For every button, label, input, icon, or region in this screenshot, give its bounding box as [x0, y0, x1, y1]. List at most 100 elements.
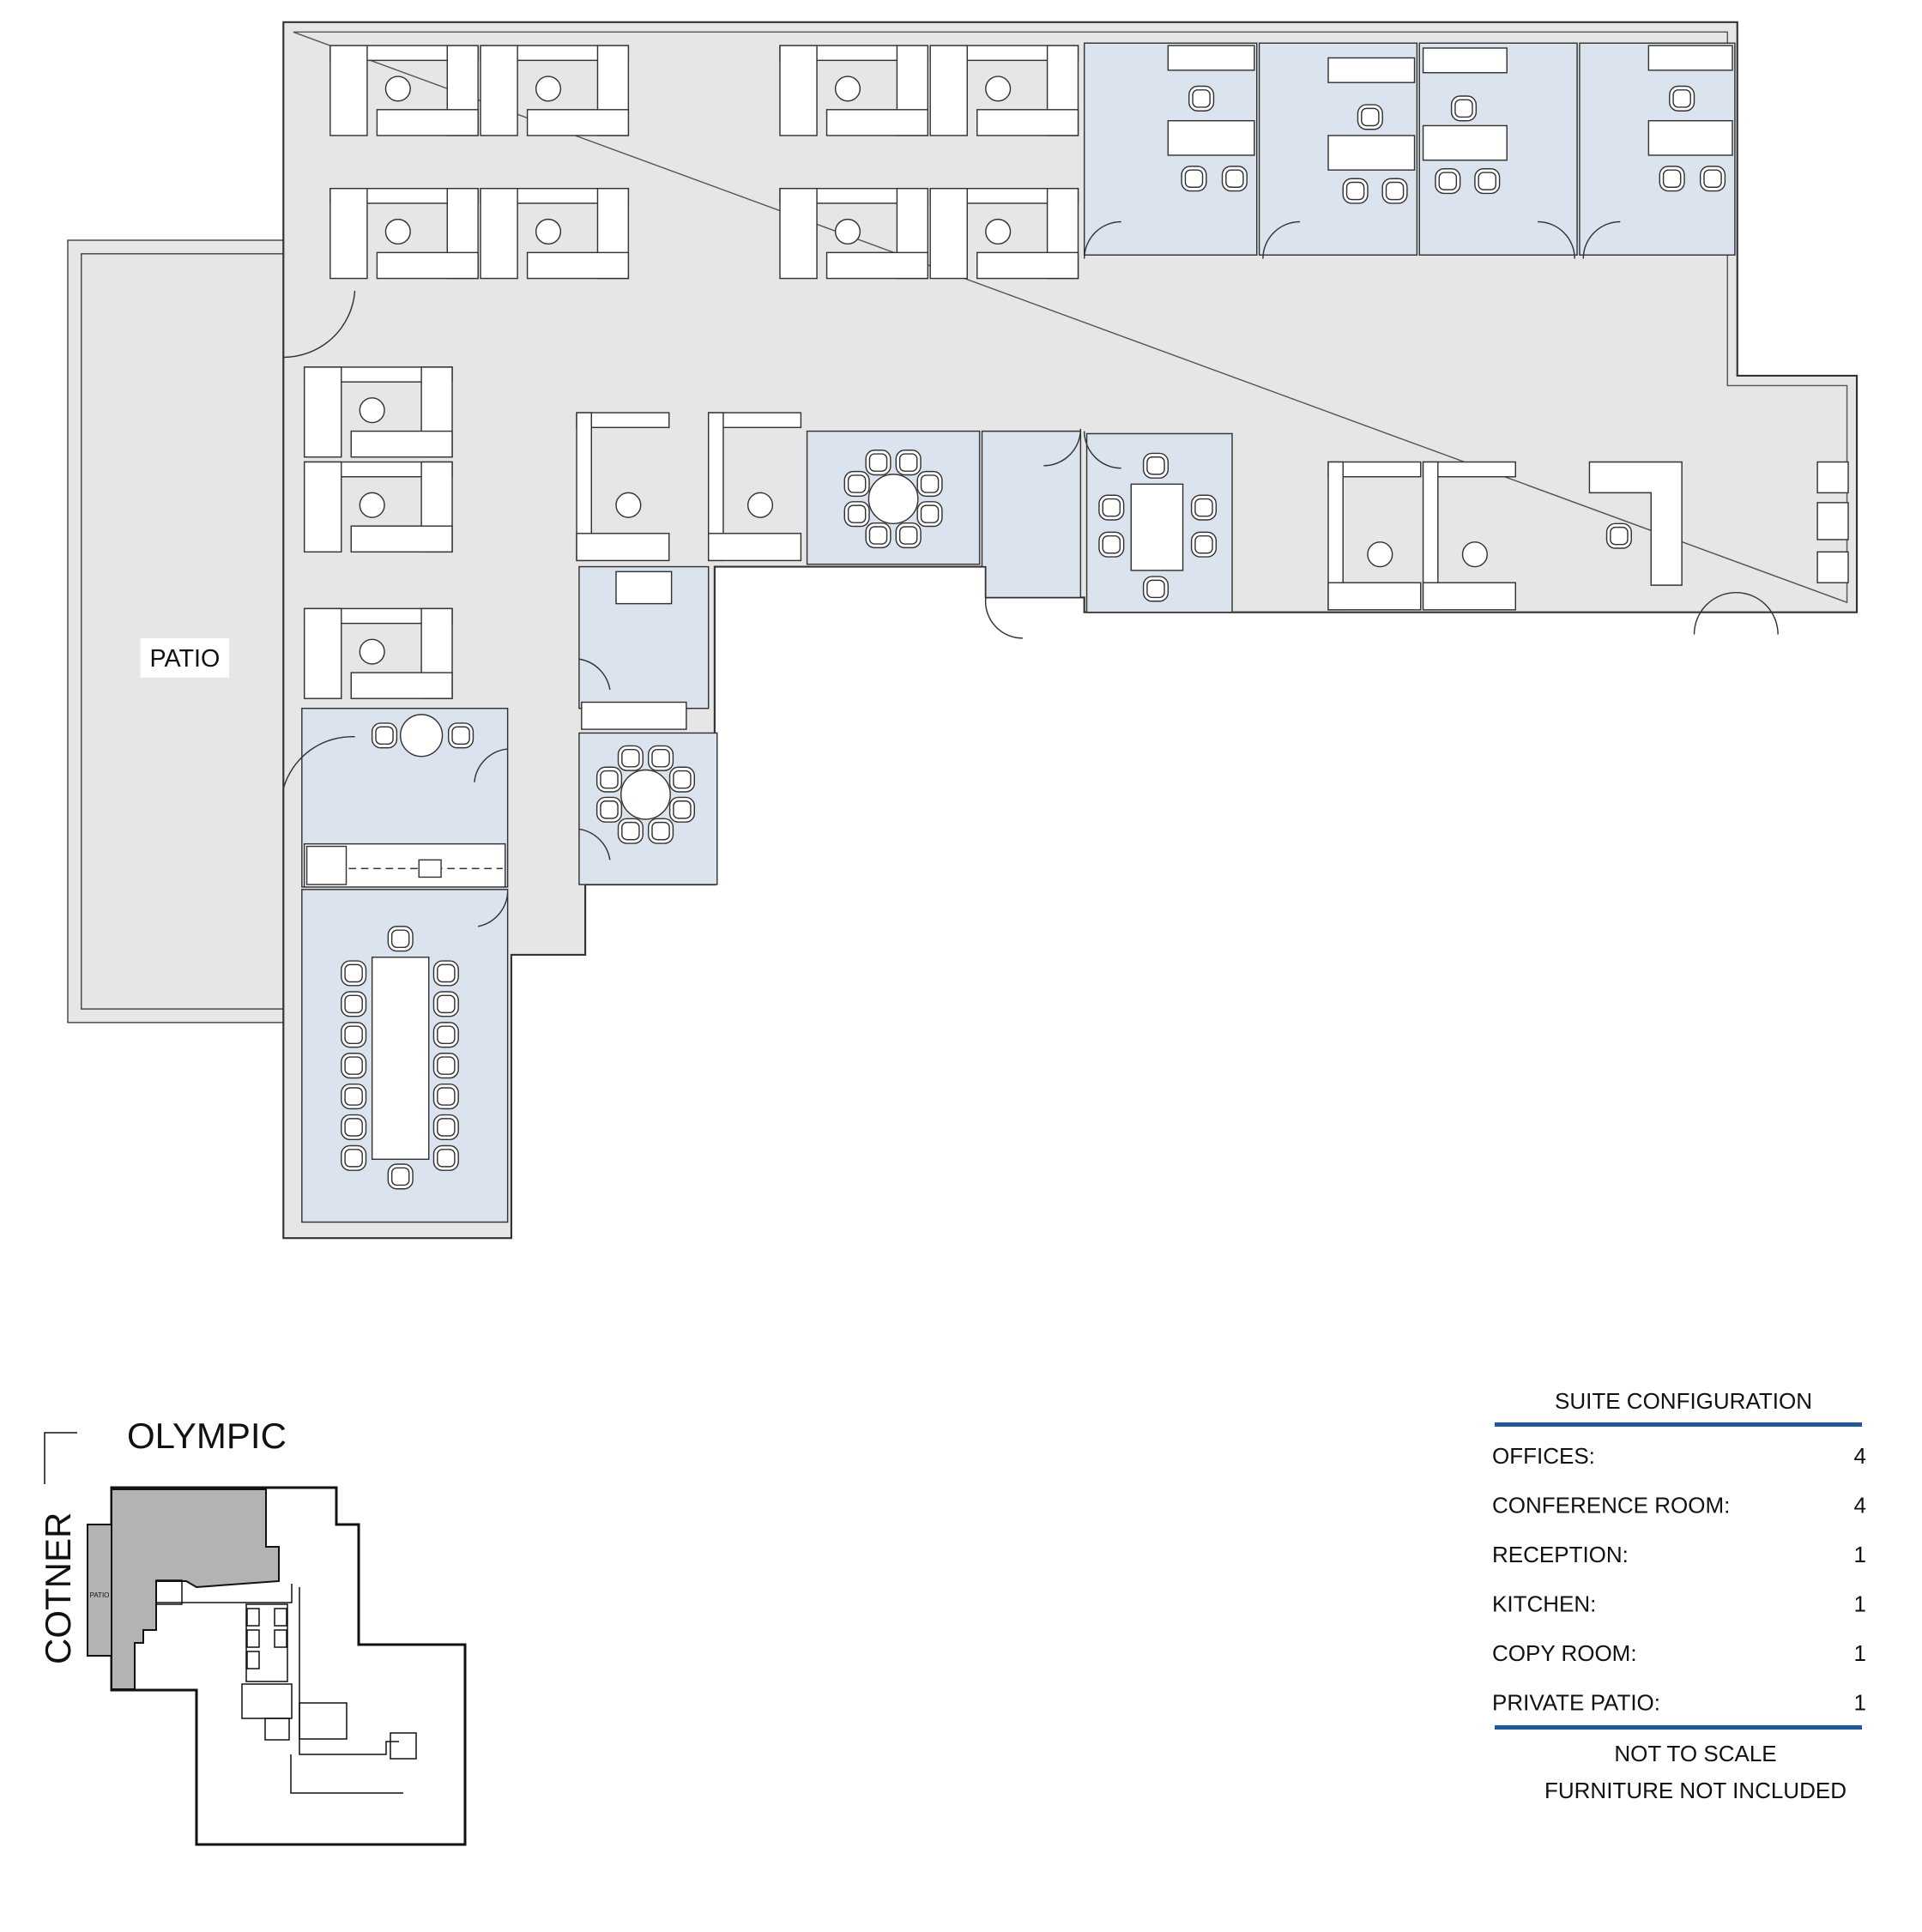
note-not-to-scale: NOT TO SCALE	[1614, 1741, 1776, 1766]
patio-door-north[interactable]	[283, 290, 356, 359]
office-desk	[1647, 120, 1733, 156]
legend-row-label: CONFERENCE ROOM:	[1492, 1493, 1730, 1518]
office-door[interactable]	[1582, 220, 1621, 259]
boardroom-door[interactable]	[478, 893, 509, 927]
key-patio	[87, 1524, 112, 1657]
reception-door[interactable]	[578, 658, 611, 691]
legend-rule-bottom	[1495, 1725, 1862, 1730]
chair-icon	[1188, 85, 1215, 112]
chair-icon	[746, 492, 774, 518]
kitchen-table	[399, 714, 444, 758]
chair-icon	[341, 1083, 367, 1110]
workstation	[480, 187, 630, 280]
legend-row-label: KITCHEN:	[1492, 1591, 1596, 1617]
entry-door-left[interactable]	[1693, 591, 1737, 635]
chair-icon	[359, 638, 385, 665]
legend-row-label: RECEPTION:	[1492, 1542, 1629, 1567]
patio-door-south[interactable]	[282, 736, 355, 789]
legend-rule-top	[1495, 1422, 1862, 1427]
kitchen-door[interactable]	[474, 748, 508, 782]
chair-icon	[985, 218, 1012, 245]
patio-label: PATIO	[149, 645, 220, 673]
copy-room-door[interactable]	[1043, 428, 1082, 467]
workstation	[929, 45, 1079, 136]
chair-icon	[668, 766, 695, 793]
chair-icon	[1181, 166, 1207, 192]
conference-west-door[interactable]	[578, 828, 611, 860]
office-door[interactable]	[1083, 220, 1121, 259]
chair-icon	[1450, 95, 1478, 122]
workstation	[576, 412, 670, 562]
chair-icon	[647, 745, 674, 771]
copier-counter	[581, 701, 687, 730]
chair-icon	[1605, 522, 1632, 549]
legend-row-value: 1	[1854, 1591, 1866, 1617]
chair-icon	[1190, 494, 1218, 521]
chair-icon	[617, 818, 644, 844]
suite-floor-plan: PATIO	[67, 21, 1859, 1240]
legend-row-value: 4	[1854, 1443, 1866, 1469]
note-furniture-not-included: FURNITURE NOT INCLUDED	[1544, 1778, 1846, 1803]
office-credenza	[1422, 47, 1508, 74]
legend-title: SUITE CONFIGURATION	[1555, 1388, 1812, 1414]
legend-row-label: COPY ROOM:	[1492, 1640, 1637, 1666]
chair-icon	[535, 218, 562, 245]
chair-icon	[615, 492, 642, 518]
office-door[interactable]	[1538, 220, 1575, 259]
chair-icon	[432, 1022, 459, 1048]
chair-icon	[1357, 104, 1383, 130]
workstation	[480, 45, 630, 136]
office-door[interactable]	[1262, 220, 1300, 259]
chair-icon	[387, 926, 414, 952]
copy-room	[981, 430, 1082, 599]
lobby-seat	[1816, 551, 1849, 583]
legend-row-value: 1	[1854, 1542, 1866, 1567]
chair-icon	[895, 450, 922, 476]
exit-door[interactable]	[984, 597, 1023, 639]
legend-row-value: 1	[1854, 1640, 1866, 1666]
street-olympic: OLYMPIC	[127, 1416, 287, 1456]
chair-icon	[865, 522, 891, 549]
legend-row-label: OFFICES:	[1492, 1443, 1595, 1469]
chair-icon	[371, 722, 398, 749]
workstation	[779, 187, 929, 280]
workstation	[929, 187, 1079, 280]
chair-icon	[341, 1053, 367, 1079]
chair-icon	[1221, 166, 1248, 192]
chair-icon	[595, 796, 623, 823]
chair-icon	[432, 991, 459, 1017]
chair-icon	[359, 492, 385, 518]
chair-icon	[1142, 452, 1170, 479]
conference-door[interactable]	[1083, 431, 1121, 469]
chair-icon	[916, 470, 943, 498]
workstation	[303, 461, 453, 553]
reception-counter	[1588, 461, 1683, 586]
chair-icon	[1142, 576, 1170, 602]
office-desk	[1167, 120, 1255, 156]
refrigerator	[305, 845, 348, 885]
chair-icon	[1435, 168, 1461, 195]
workstation	[779, 45, 929, 136]
workstation	[707, 412, 802, 562]
chair-icon	[1342, 178, 1369, 204]
chair-icon	[617, 745, 644, 771]
round-table	[867, 474, 919, 525]
chair-icon	[1098, 494, 1125, 521]
office-desk	[1422, 124, 1508, 161]
workstation	[303, 607, 453, 699]
chair-icon	[341, 960, 367, 987]
patio	[67, 239, 284, 1023]
chair-icon	[432, 1053, 459, 1079]
chair-icon	[432, 1083, 459, 1110]
legend-row-label: PRIVATE PATIO:	[1492, 1690, 1660, 1716]
round-table-west	[620, 769, 671, 820]
lobby-seat	[1816, 502, 1849, 540]
street-cotner: COTNER	[38, 1512, 78, 1664]
entry-door-right[interactable]	[1736, 591, 1779, 635]
sink	[418, 859, 442, 878]
chair-icon	[595, 766, 623, 793]
chair-icon	[535, 75, 562, 102]
chair-icon	[916, 501, 943, 528]
office-desk	[1327, 135, 1416, 171]
